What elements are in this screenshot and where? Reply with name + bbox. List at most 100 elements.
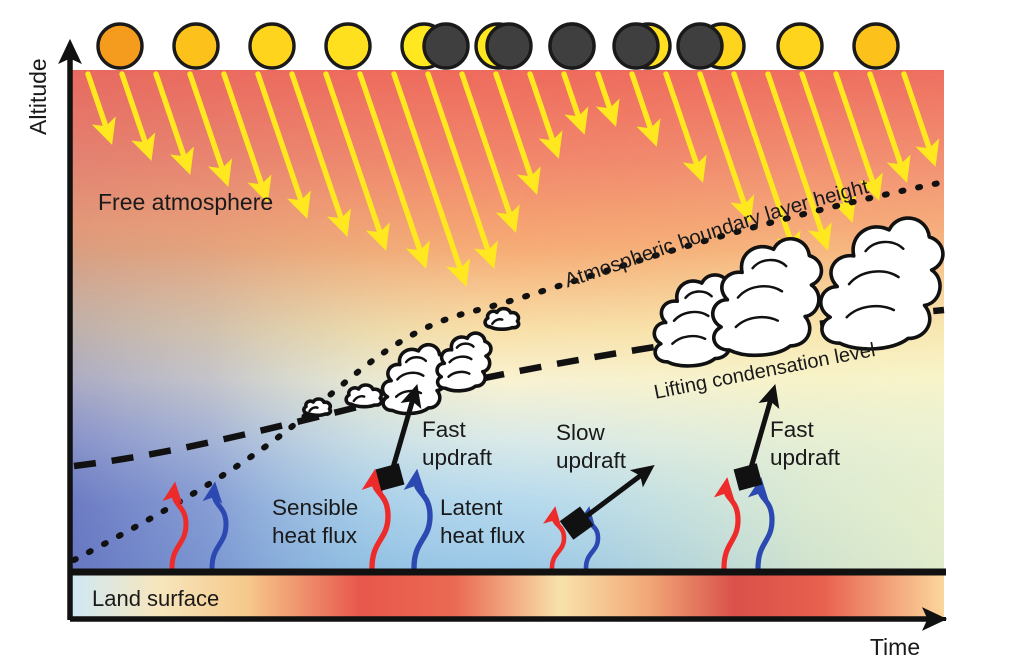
moon-icon: [548, 22, 596, 70]
updraft-fast-2: [733, 383, 780, 491]
eclipse-disk-8: [676, 22, 746, 70]
sensible-label-line2: heat flux: [272, 523, 358, 548]
air-parcel-block: [733, 463, 763, 491]
sun-disk-2: [248, 22, 296, 70]
updraft-label-3: Fast updraft: [770, 417, 841, 470]
eclipse-disk-5: [474, 22, 533, 70]
cloud-lobe-line-2: [864, 240, 905, 253]
sun-icon: [172, 22, 220, 70]
sun-disk-1: [172, 22, 220, 70]
cloud-8: [818, 216, 945, 351]
cloud-7: [710, 237, 824, 358]
eclipse-disk-4: [400, 22, 470, 70]
updraft-2-line2: updraft: [556, 448, 627, 473]
cloud-lobe-line-1: [672, 310, 710, 323]
solar-ray-3: [187, 71, 233, 187]
eclipse-disk-6: [548, 22, 596, 70]
latent-flux-squiggle-2: [403, 468, 433, 571]
cloud-4: [435, 331, 493, 393]
sun-disk-3: [324, 22, 372, 70]
sun-disk-0: [96, 22, 144, 70]
sun-icon: [248, 22, 296, 70]
cumulus-clouds: [302, 216, 945, 418]
sensible-flux-squiggle-3: [543, 506, 567, 571]
solar-ray-16: [629, 71, 661, 147]
cloud-1: [302, 397, 333, 418]
cloud-lobe-line-1: [396, 371, 425, 381]
sensible-label-line1: Sensible: [272, 495, 358, 520]
solar-ray-11: [459, 71, 520, 233]
solar-ray-8: [357, 71, 430, 269]
axes: [58, 38, 948, 631]
cloud-lobe-line-0: [671, 334, 707, 346]
sun-icon: [852, 22, 900, 70]
sun-disk-10: [852, 22, 900, 70]
solar-ray-21: [799, 71, 857, 223]
cloud-outline: [710, 237, 824, 358]
updraft-arrow-shaft: [387, 383, 422, 479]
solar-ray-7: [323, 71, 390, 251]
solar-ray-4: [221, 71, 272, 203]
cloud-outline: [380, 342, 449, 416]
cloud-outline: [818, 216, 945, 351]
solar-ray-15: [595, 71, 620, 127]
sensible-flux-squiggle-4: [713, 477, 741, 571]
updraft-3-line2: updraft: [770, 445, 841, 470]
updraft-1-line2: updraft: [422, 445, 493, 470]
solar-ray-18: [697, 71, 755, 223]
free-atmosphere-label: Free atmosphere: [98, 189, 273, 215]
solar-ray-9: [391, 71, 471, 287]
sun-icon: [96, 22, 144, 70]
cloud-lobe-line-1: [448, 355, 473, 364]
moon-icon: [485, 22, 533, 70]
latent-heat-flux-label: Latent heat flux: [440, 495, 526, 548]
cloud-lobe-line-0: [845, 304, 896, 319]
latent-label-line1: Latent: [440, 495, 503, 520]
cloud-lobe-line-1: [736, 285, 784, 299]
sun-disk-9: [776, 22, 824, 70]
cloud-lobe-line-0: [352, 394, 366, 403]
updraft-arrows: [375, 383, 780, 540]
air-parcel-block: [375, 463, 405, 491]
cloud-lobe-line-2: [684, 290, 713, 300]
cloud-5: [483, 306, 521, 332]
abl-height-curve: [71, 179, 947, 563]
solar-ray-24: [901, 71, 940, 167]
solar-ray-2: [153, 71, 194, 175]
sensible-heat-flux-label: Sensible heat flux: [272, 495, 358, 548]
cloud-lobe-line-2: [751, 258, 788, 270]
cloud-lobe-line-0: [308, 406, 319, 413]
y-axis-label: Altitude: [25, 58, 51, 135]
updraft-label-2: Slow updraft: [556, 420, 627, 473]
cloud-lobe-line-0: [491, 318, 504, 326]
cloud-lobe-line-2: [404, 356, 428, 364]
solar-ray-1: [119, 71, 156, 161]
cloud-2: [344, 383, 384, 409]
x-axis-label: Time: [870, 634, 920, 660]
updraft-arrow-shaft: [745, 383, 780, 479]
latent-label-line2: heat flux: [440, 523, 526, 548]
updraft-slow-1: [559, 465, 655, 540]
updraft-label-1: Fast updraft: [422, 417, 493, 470]
updraft-arrow-shaft: [574, 465, 655, 526]
sun-icon: [776, 22, 824, 70]
cloud-lobe-line-0: [447, 370, 471, 379]
solar-ray-23: [867, 71, 911, 183]
moon-icon: [676, 22, 724, 70]
updraft-fast-1: [375, 383, 422, 491]
solar-ray-20: [765, 71, 832, 251]
latent-flux-squiggle-1: [202, 481, 229, 571]
cloud-lobe-line-0: [734, 315, 780, 329]
solar-ray-13: [527, 71, 563, 159]
sensible-flux-squiggle-1: [162, 481, 189, 571]
eclipse-disk-7: [612, 22, 672, 70]
solar-radiation-arrows: [85, 71, 940, 287]
solar-ray-17: [663, 71, 707, 183]
sensible-flux-squiggle-2: [361, 468, 391, 571]
land-gradient: [72, 573, 944, 618]
air-parcel-block: [559, 506, 594, 540]
land-surface-label: Land surface: [92, 586, 219, 611]
latent-flux-squiggle-4: [747, 477, 775, 571]
